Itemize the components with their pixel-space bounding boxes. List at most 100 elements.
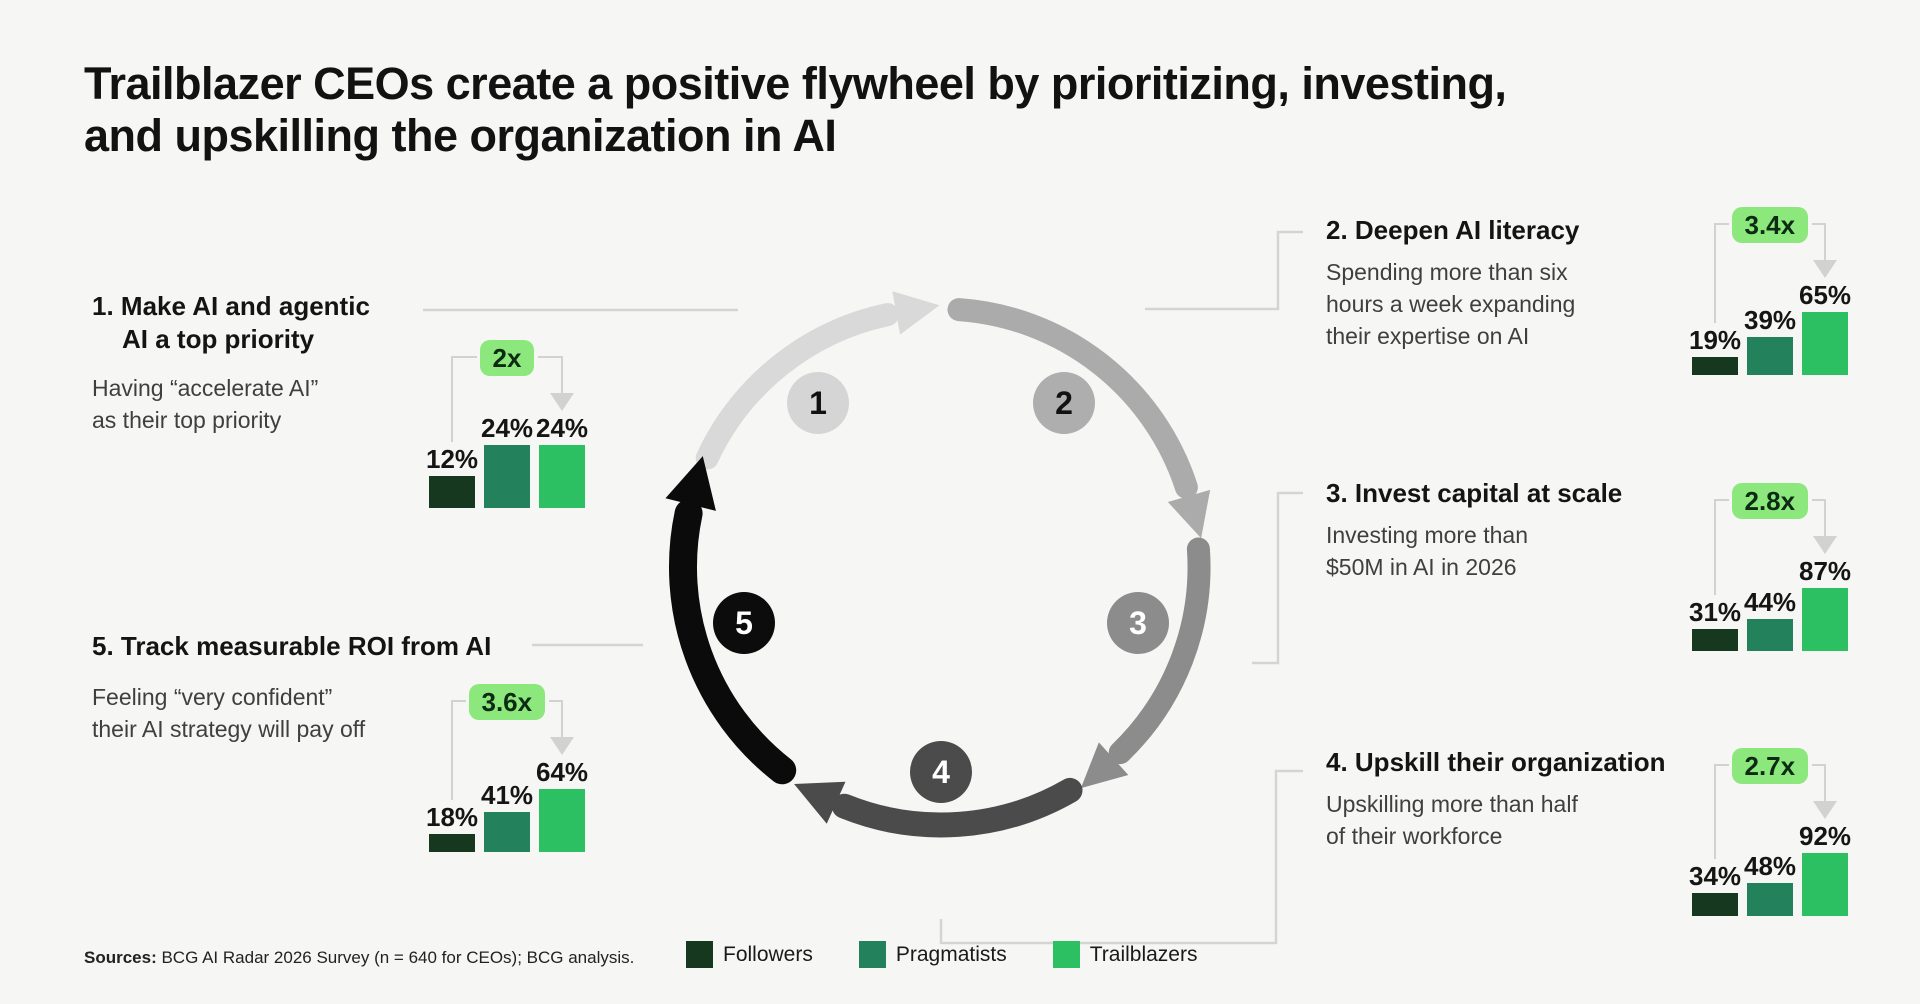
bar-value-label: 41% xyxy=(480,780,534,810)
section-3: 3. Invest capital at scale Investing mor… xyxy=(1326,477,1622,583)
sources-text: BCG AI Radar 2026 Survey (n = 640 for CE… xyxy=(156,948,635,967)
multiplier-badge: 2.8x xyxy=(1731,483,1809,519)
bar-trailblazers-rect xyxy=(1802,588,1848,651)
flywheel-step-5: 5 xyxy=(713,592,775,654)
arc-arrowhead-4 xyxy=(794,781,846,824)
bar-value-label: 24% xyxy=(480,413,534,443)
bar-followers: 12% xyxy=(425,444,479,508)
bar-followers: 18% xyxy=(426,804,478,852)
section-1-title: 1. Make AI and agentic AI a top priority xyxy=(92,290,370,356)
legend-label-followers: Followers xyxy=(723,942,813,966)
section-5: 5. Track measurable ROI from AI Feeling … xyxy=(92,630,491,745)
bar-pragmatists: 48% xyxy=(1744,853,1796,916)
chart-upskill-organization: 34%48%92% 2.7x xyxy=(1688,748,1852,916)
page-title-line2: and upskilling the organization in AI xyxy=(84,110,837,161)
bar-trailblazers-rect xyxy=(539,789,585,852)
bracket-line xyxy=(451,700,466,702)
section-1-title-line2: AI a top priority xyxy=(122,324,315,354)
down-arrow-icon xyxy=(550,737,574,755)
bar-value-label: 31% xyxy=(1688,597,1742,627)
bar-followers-rect xyxy=(429,476,475,508)
sources-note: Sources: BCG AI Radar 2026 Survey (n = 6… xyxy=(84,948,634,968)
bracket-line xyxy=(1824,224,1826,260)
section-5-body: Feeling “very confident” their AI strate… xyxy=(92,684,366,742)
bar-value-label: 92% xyxy=(1798,821,1852,851)
sources-label: Sources: xyxy=(84,948,157,967)
section-1: 1. Make AI and agentic AI a top priority… xyxy=(92,290,370,436)
followers-swatch-icon xyxy=(686,941,713,968)
bar-followers-rect xyxy=(429,834,475,852)
flywheel-step-2: 2 xyxy=(1033,372,1095,434)
multiplier-badge: 2.7x xyxy=(1731,748,1809,784)
section-3-title: 3. Invest capital at scale xyxy=(1326,478,1623,508)
bracket-line xyxy=(451,701,453,800)
down-arrow-icon xyxy=(1813,801,1837,819)
bar-followers: 34% xyxy=(1688,861,1742,916)
section-4-title: 4. Upskill their organization xyxy=(1326,747,1666,777)
bracket-line xyxy=(1824,765,1826,801)
bar-value-label: 34% xyxy=(1688,861,1742,891)
flywheel-step-4: 4 xyxy=(910,741,972,803)
bar-value-label: 39% xyxy=(1743,305,1797,335)
multiplier-badge: 3.6x xyxy=(468,684,546,720)
arc-arrowhead-1 xyxy=(892,291,940,335)
connector-section-3 xyxy=(1252,491,1303,665)
bracket-line xyxy=(1714,223,1729,225)
bar-value-label: 24% xyxy=(535,413,589,443)
arc-arrowhead-2 xyxy=(1167,489,1211,539)
bar-trailblazers-rect xyxy=(1802,312,1848,375)
bar-trailblazers: 92% xyxy=(1798,821,1852,916)
bar-pragmatists: 41% xyxy=(480,780,534,852)
trailblazers-swatch-icon xyxy=(1052,941,1080,968)
legend-item-pragmatists: Pragmatists xyxy=(858,941,1007,968)
multiplier-badge: 2x xyxy=(479,340,535,376)
bar-pragmatists-rect xyxy=(484,445,530,508)
flywheel-step-3: 3 xyxy=(1107,592,1169,654)
bar-value-label: 44% xyxy=(1743,587,1797,617)
chart-track-roi: 18%41%64% 3.6x xyxy=(426,684,589,852)
bar-pragmatists-rect xyxy=(484,812,530,852)
bar-value-label: 64% xyxy=(535,757,589,787)
bar-value-label: 87% xyxy=(1798,556,1852,586)
bracket-line xyxy=(561,701,563,737)
down-arrow-icon xyxy=(1813,260,1837,278)
bracket-line xyxy=(451,356,477,358)
bracket-line xyxy=(537,356,563,358)
bar-followers: 19% xyxy=(1689,327,1741,375)
connector-section-4 xyxy=(939,769,1303,945)
bracket-line xyxy=(1714,224,1716,323)
bracket-line xyxy=(1714,499,1729,501)
section-2-title: 2. Deepen AI literacy xyxy=(1326,215,1580,245)
down-arrow-icon xyxy=(1813,536,1837,554)
section-2-body: Spending more than six hours a week expa… xyxy=(1326,259,1576,349)
bracket-line xyxy=(1714,500,1716,595)
down-arrow-icon xyxy=(550,393,574,411)
section-4-body: Upskilling more than half of their workf… xyxy=(1326,791,1578,849)
chart-invest-capital: 31%44%87% 2.8x xyxy=(1688,483,1852,651)
bar-pragmatists-rect xyxy=(1747,883,1793,916)
legend-item-followers: Followers xyxy=(686,941,813,968)
bracket-line xyxy=(561,357,563,393)
legend-item-trailblazers: Trailblazers xyxy=(1052,941,1197,968)
section-5-title: 5. Track measurable ROI from AI xyxy=(92,631,492,661)
arc-arrowhead-5 xyxy=(665,456,716,511)
bar-pragmatists: 44% xyxy=(1743,587,1797,651)
bar-trailblazers: 87% xyxy=(1798,556,1852,651)
bracket-line xyxy=(548,700,563,702)
bar-pragmatists-rect xyxy=(1747,619,1793,651)
bar-pragmatists-rect xyxy=(1747,337,1793,375)
section-2: 2. Deepen AI literacy Spending more than… xyxy=(1326,214,1579,352)
page-title-line1: Trailblazer CEOs create a positive flywh… xyxy=(84,58,1507,109)
legend: Followers Pragmatists Trailblazers xyxy=(686,941,1197,968)
bar-followers-rect xyxy=(1692,357,1738,375)
section-1-title-line1: 1. Make AI and agentic xyxy=(92,291,370,321)
section-4: 4. Upskill their organization Upskilling… xyxy=(1326,746,1666,852)
bar-followers-rect xyxy=(1692,629,1738,651)
connector-section-2 xyxy=(1145,230,1303,311)
bar-trailblazers-rect xyxy=(1802,853,1848,916)
bar-trailblazers-rect xyxy=(539,445,585,508)
bar-value-label: 12% xyxy=(425,444,479,474)
section-1-body: Having “accelerate AI” as their top prio… xyxy=(92,375,319,433)
flywheel-step-1: 1 xyxy=(787,372,849,434)
